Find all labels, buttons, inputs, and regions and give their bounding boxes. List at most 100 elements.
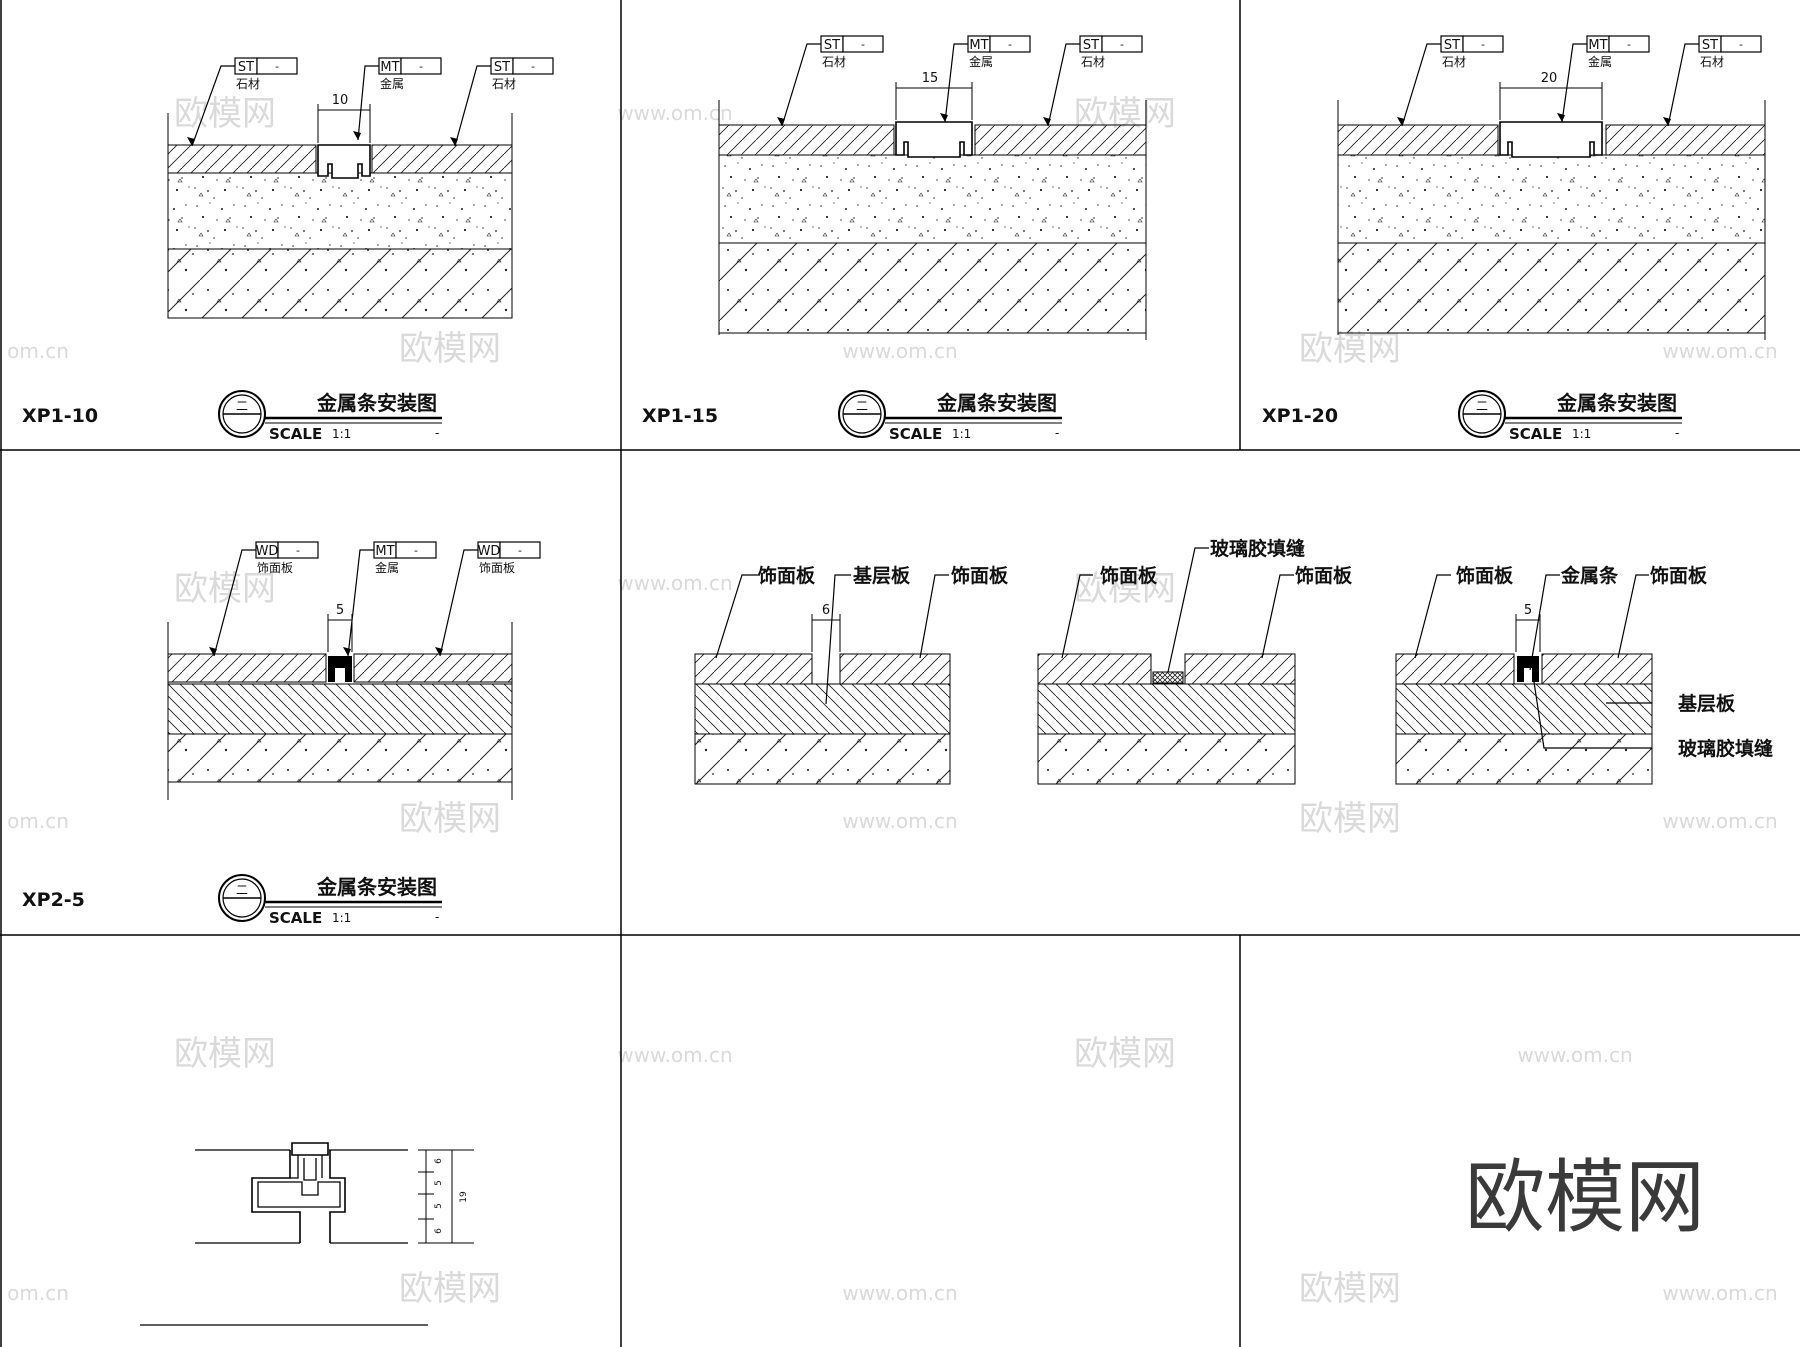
callout-material: 石材 — [1442, 55, 1466, 69]
metal-strip-profile — [328, 656, 352, 682]
drawing-heading: 金属条安装图 — [316, 391, 437, 415]
scale-value: 1:1 — [332, 911, 351, 925]
joint-label: 玻璃胶填缝 — [1678, 737, 1773, 760]
watermark-site: www.om.cn — [617, 1043, 732, 1067]
drawing-code: XP1-10 — [22, 405, 98, 427]
callout-dash: - — [275, 60, 279, 73]
watermark-brand: 欧模网 — [1299, 329, 1401, 369]
panel-xp1-15: 15 — [718, 71, 1147, 340]
callout-code: MT — [969, 38, 988, 53]
drawing-index: 二 — [236, 399, 248, 413]
callout-dash: - — [414, 544, 418, 557]
watermark-layer: 欧模网欧模网欧模网欧模网欧模网欧模网欧模网欧模网欧模网欧模网欧模网欧模网www.… — [7, 94, 1778, 1309]
callout-code: WD — [478, 544, 501, 559]
watermark-brand: 欧模网 — [1299, 799, 1401, 839]
watermark-site: om.cn — [7, 809, 69, 833]
floor-section — [1337, 100, 1766, 340]
sealant-fill — [1152, 671, 1184, 684]
callout-material: 饰面板 — [479, 561, 515, 575]
material-callout: WD-饰面板 — [209, 541, 319, 657]
material-callout: ST-石材 — [1043, 35, 1143, 127]
drawing-code: XP1-20 — [1262, 405, 1338, 427]
profile-dimension-label: 5 — [434, 1180, 444, 1186]
floor-section — [718, 100, 1147, 340]
scale-dash: - — [1055, 426, 1059, 440]
callout-code: ST — [238, 60, 254, 75]
material-callout: ST-石材 — [1663, 35, 1762, 127]
watermark-brand: 欧模网 — [1299, 1269, 1401, 1309]
dimension: 5 — [327, 603, 353, 652]
dimension-label: 20 — [1541, 71, 1558, 86]
dimension-label: 5 — [336, 603, 344, 618]
callout-dash: - — [1481, 38, 1485, 51]
callout-dash: - — [518, 544, 522, 557]
callout-code: MT — [380, 60, 399, 75]
metal-strip-profile — [1499, 121, 1603, 158]
joint-label: 基层板 — [1677, 692, 1736, 715]
material-callout: ST-石材 — [1397, 35, 1504, 127]
material-callout: MT - 金属 — [940, 35, 1031, 123]
scale-dash: - — [435, 426, 439, 440]
drawing-index: 二 — [856, 399, 868, 413]
drawing-heading: 金属条安装图 — [1556, 391, 1677, 415]
drawing-index: 二 — [236, 883, 248, 897]
panel-xp1-10: 10 — [167, 93, 513, 319]
material-callout: ST - 石材 — [187, 57, 298, 147]
profile-detail — [195, 1142, 408, 1244]
dimension-label: 15 — [922, 71, 939, 86]
watermark-brand: 欧模网 — [174, 94, 276, 134]
dimension-label: 6 — [822, 603, 830, 618]
callout-material: 金属 — [380, 76, 404, 91]
material-callout: ST-石材 — [450, 57, 554, 147]
metal-strip-profile — [895, 121, 973, 158]
callout-dash: - — [1008, 38, 1012, 51]
drawing-heading: 金属条安装图 — [936, 391, 1057, 415]
callout-material: 石材 — [1081, 55, 1105, 69]
callout-dash: - — [861, 38, 865, 51]
dimension: 15 — [895, 71, 973, 120]
joint-label: 玻璃胶填缝 — [1210, 537, 1305, 560]
brand-logo: 欧模网 — [1465, 1151, 1705, 1244]
scale-dash: - — [435, 910, 439, 924]
drawing-heading: 金属条安装图 — [316, 875, 437, 899]
joint-label: 饰面板 — [951, 564, 1009, 587]
watermark-brand: 欧模网 — [399, 799, 501, 839]
joint-sealant — [1037, 653, 1296, 785]
dimension-label: 5 — [1524, 603, 1532, 618]
material-callout: MT-金属 — [1557, 35, 1650, 123]
joint-label: 基层板 — [852, 564, 911, 587]
watermark-site: www.om.cn — [617, 101, 732, 125]
drawing-code: XP2-5 — [22, 889, 85, 911]
callout-material: 石材 — [236, 77, 260, 91]
panel-xp2-5: 5 — [167, 603, 513, 800]
floor-section — [167, 622, 513, 800]
watermark-brand: 欧模网 — [174, 1034, 276, 1074]
callout-code: MT — [375, 544, 394, 559]
callout-dash: - — [419, 60, 423, 73]
scale-label: SCALE — [269, 425, 322, 443]
watermark-site: www.om.cn — [1517, 1043, 1632, 1067]
floor-section — [167, 113, 513, 319]
callout-material: 金属 — [969, 54, 993, 69]
callout-material: 金属 — [375, 560, 399, 575]
scale-value: 1:1 — [952, 427, 971, 441]
watermark-brand: 欧模网 — [399, 1269, 501, 1309]
callout-material: 饰面板 — [257, 561, 293, 575]
joint-open: 6 — [694, 603, 951, 785]
watermark-site: www.om.cn — [842, 1281, 957, 1305]
metal-strip-profile — [317, 144, 371, 179]
joint-label: 饰面板 — [1456, 564, 1514, 587]
profile-dimension-label: 5 — [434, 1203, 444, 1209]
callout-code: ST — [494, 60, 510, 75]
metal-strip-profile — [1517, 656, 1539, 682]
joint-strip: 5 — [1395, 603, 1653, 785]
watermark-brand: 欧模网 — [1074, 569, 1176, 609]
scale-label: SCALE — [889, 425, 942, 443]
watermark-site: www.om.cn — [842, 339, 957, 363]
